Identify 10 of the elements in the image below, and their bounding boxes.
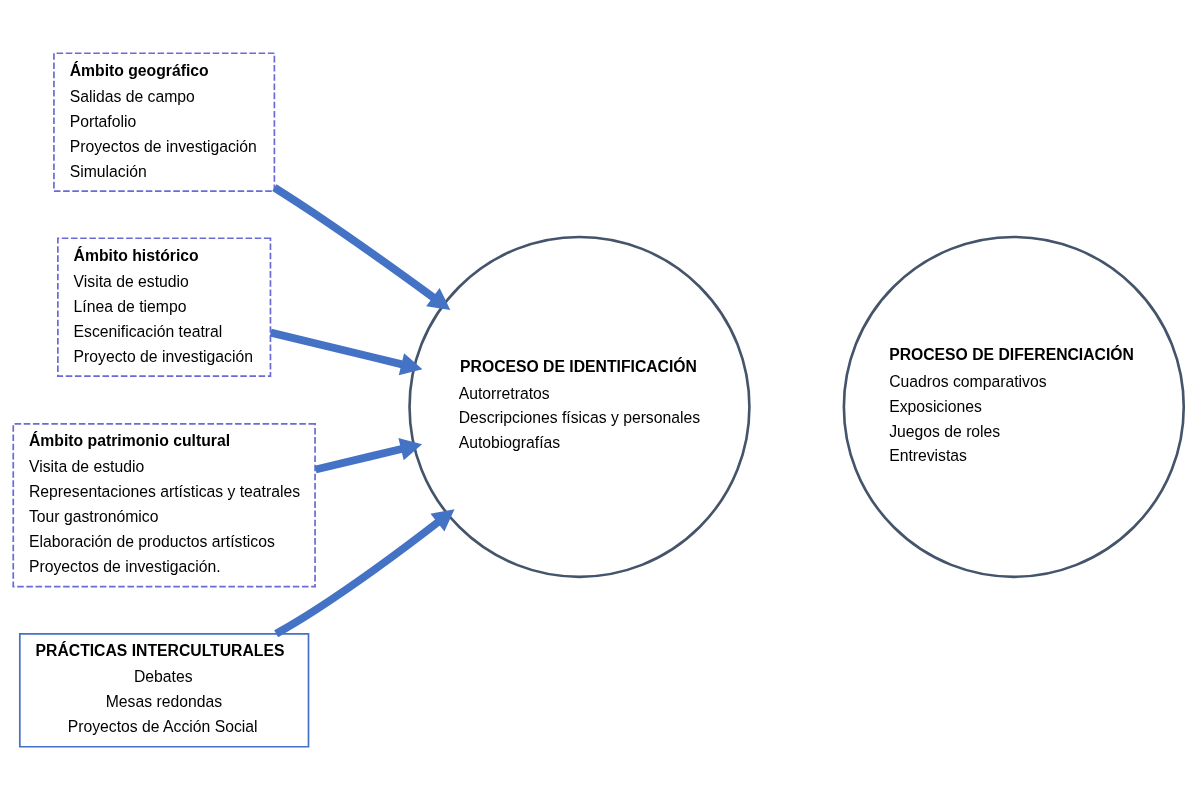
node-box: Ámbito geográfico Salidas de campo Portafolio Proyectos de investigación Simulación — [53, 52, 276, 192]
arrow — [314, 438, 423, 474]
node-circle: PROCESO DE IDENTIFICACIÓN Autorretratos Descripciones físicas y personales Autobiografías — [408, 235, 751, 579]
node-circle: PROCESO DE DIFERENCIACIÓN Cuadros comparativos Exposiciones Juegos de roles Entrevistas — [842, 235, 1186, 579]
arrow — [274, 509, 455, 638]
node-box: Ámbito patrimonio cultural Visita de estudio Representaciones artísticas y teatrales Tour gastronómico Elaboración de productos artísticos Proyectos de investigación. — [12, 423, 316, 588]
node-box: PRÁCTICAS INTERCULTURALES Debates Mesas redondas Proyectos de Acción Social — [18, 633, 310, 748]
arrow — [272, 184, 451, 310]
arrow — [269, 328, 423, 376]
node-box: Ámbito histórico Visita de estudio Línea de tiempo Escenificación teatral Proyecto de investigación — [57, 237, 272, 377]
